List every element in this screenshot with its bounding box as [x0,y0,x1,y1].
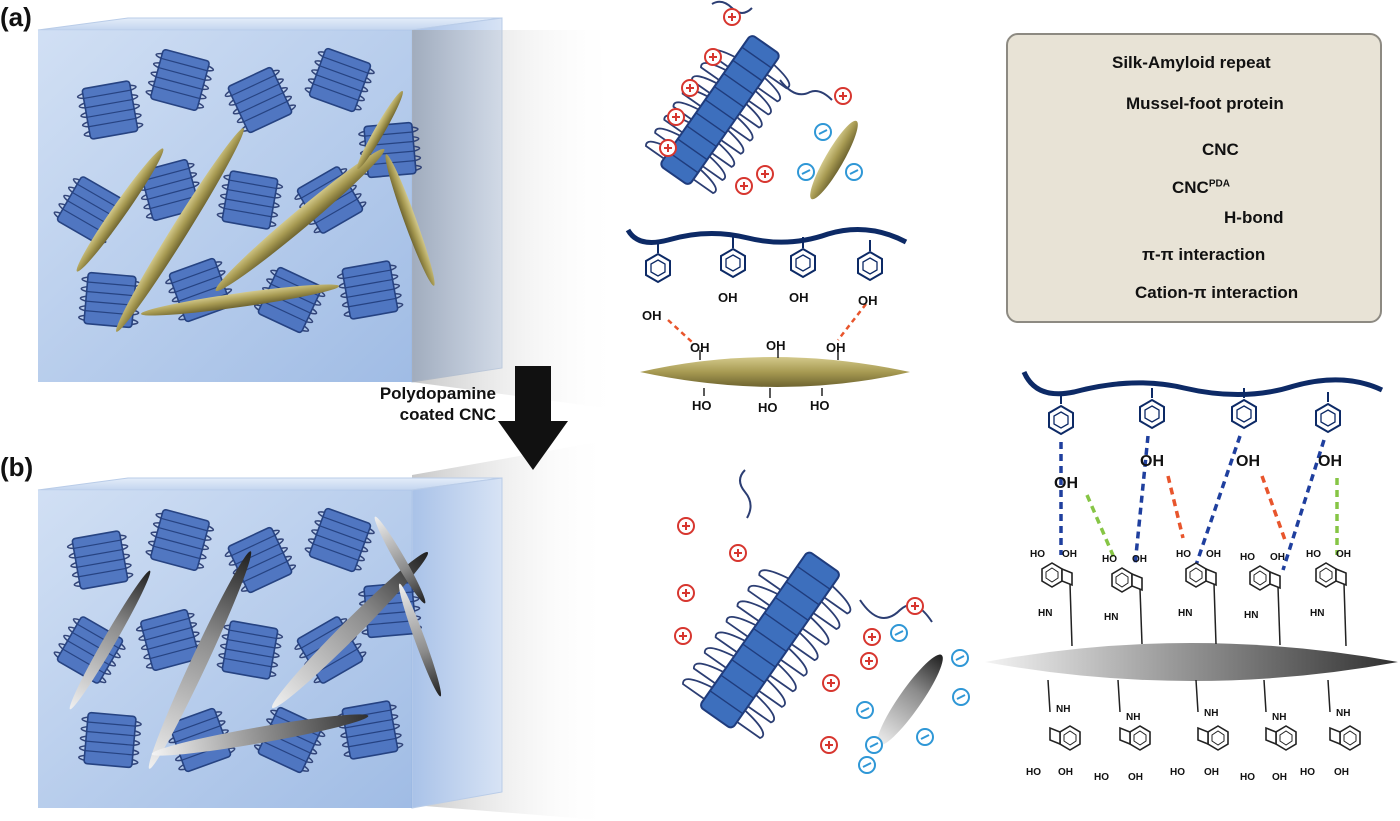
legend-h-bond: H-bond [1224,208,1283,228]
nh-label: NH [1204,708,1218,719]
oh-label: OH [858,293,878,308]
ho-label: HO [810,398,830,413]
hn-label: HN [1244,610,1258,621]
legend-cnc: CNC [1202,140,1239,160]
oh-label: OH [826,340,846,355]
ho-label: HO [692,398,712,413]
oh-label: OH [1336,549,1351,560]
oh-label: OH [642,308,662,323]
oh-label: OH [1054,475,1078,492]
ho-label: HO [1306,549,1321,560]
legend-cnc-pda: CNCPDA [1172,178,1230,198]
ho-label: HO [1176,549,1191,560]
legend-pi-pi: π-π interaction [1142,245,1265,265]
hn-label: HN [1104,612,1118,623]
legend-silk-amyloid: Silk-Amyloid repeat [1112,53,1271,73]
oh-label: OH [1334,767,1349,778]
ho-label: HO [1240,772,1255,783]
ho-label: HO [1102,554,1117,565]
oh-label: OH [766,338,786,353]
legend-cnc-pda-sup: PDA [1209,178,1230,189]
oh-label: OH [690,340,710,355]
nh-label: NH [1336,708,1350,719]
ho-label: HO [1026,767,1041,778]
arrow-label-line2: coated CNC [346,404,496,425]
fibril-cncpda-electrostatic-b [675,470,969,773]
ho-label: HO [1240,552,1255,563]
oh-label: OH [1062,549,1077,560]
arrow-label-line1: Polydopamine [346,383,496,404]
legend-cnc-pda-base: CNC [1172,178,1209,197]
oh-label: OH [1318,453,1342,470]
legend-mussel-foot: Mussel-foot protein [1126,94,1284,114]
hn-label: HN [1038,608,1052,619]
panel-label-b: (b) [0,452,33,483]
nh-label: NH [1126,712,1140,723]
ho-label: HO [758,400,778,415]
panel-label-a: (a) [0,2,32,33]
oh-label: OH [1128,772,1143,783]
nh-label: NH [1056,704,1070,715]
hn-label: HN [1178,608,1192,619]
ho-label: HO [1094,772,1109,783]
legend-cation-pi: Cation-π interaction [1135,283,1298,303]
ho-label: HO [1030,549,1045,560]
oh-label: OH [1272,772,1287,783]
ho-label: HO [1300,767,1315,778]
oh-label: OH [1132,554,1147,565]
oh-label: OH [1206,549,1221,560]
oh-label: OH [789,290,809,305]
oh-label: OH [1140,453,1164,470]
interaction-scheme-cncpda [985,372,1398,750]
hn-label: HN [1310,608,1324,619]
oh-label: OH [1058,767,1073,778]
ho-label: HO [1170,767,1185,778]
oh-label: OH [1236,453,1260,470]
fibril-cnc-electrostatic-a [640,2,864,204]
zoom-fan-a [412,30,620,410]
hbond-scheme-cnc [628,230,910,399]
arrow-label: Polydopamine coated CNC [346,383,496,425]
nh-label: NH [1272,712,1286,723]
oh-label: OH [1204,767,1219,778]
oh-label: OH [718,290,738,305]
oh-label: OH [1270,552,1285,563]
